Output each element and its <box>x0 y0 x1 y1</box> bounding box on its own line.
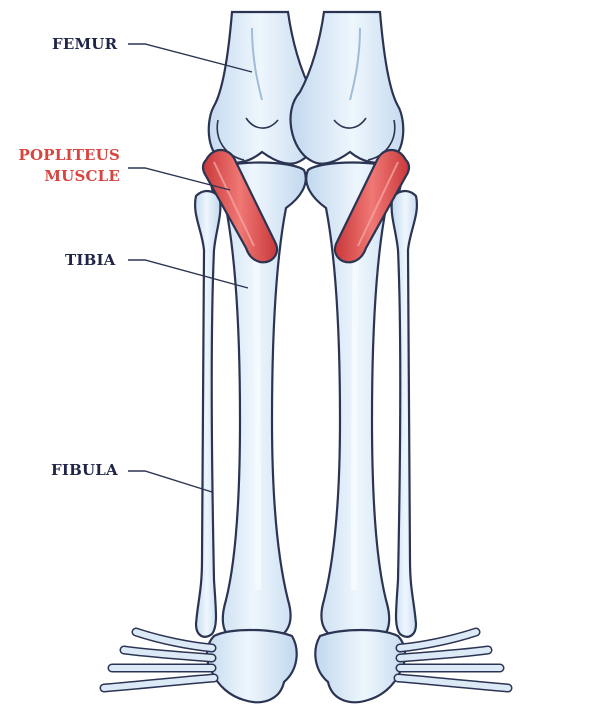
left-leg <box>104 12 321 702</box>
tibia-leader-line <box>128 260 248 288</box>
fibula-leader-line <box>128 471 212 492</box>
label-femur: FEMUR <box>52 34 117 55</box>
label-popliteus-line2: MUSCLE <box>10 166 120 187</box>
label-popliteus-muscle: POPLITEUS MUSCLE <box>10 145 120 187</box>
label-tibia: TIBIA <box>65 250 116 271</box>
label-popliteus-line1: POPLITEUS <box>10 145 120 166</box>
label-fibula: FIBULA <box>51 460 118 481</box>
right-leg <box>291 12 508 702</box>
